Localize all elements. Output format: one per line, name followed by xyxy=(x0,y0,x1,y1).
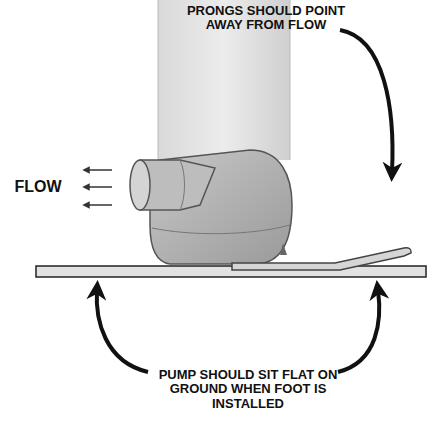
prong-note: PRONGS SHOULD POINT AWAY FROM FLOW xyxy=(176,4,356,33)
outlet-nozzle xyxy=(140,160,215,210)
ground-plate xyxy=(36,266,426,277)
ground-note: PUMP SHOULD SIT FLAT ON GROUND WHEN FOOT… xyxy=(158,368,338,411)
flow-label: FLOW xyxy=(3,178,73,196)
flow-arrows xyxy=(86,170,112,205)
foot-prong xyxy=(232,248,411,270)
callout-arrows xyxy=(97,30,393,372)
